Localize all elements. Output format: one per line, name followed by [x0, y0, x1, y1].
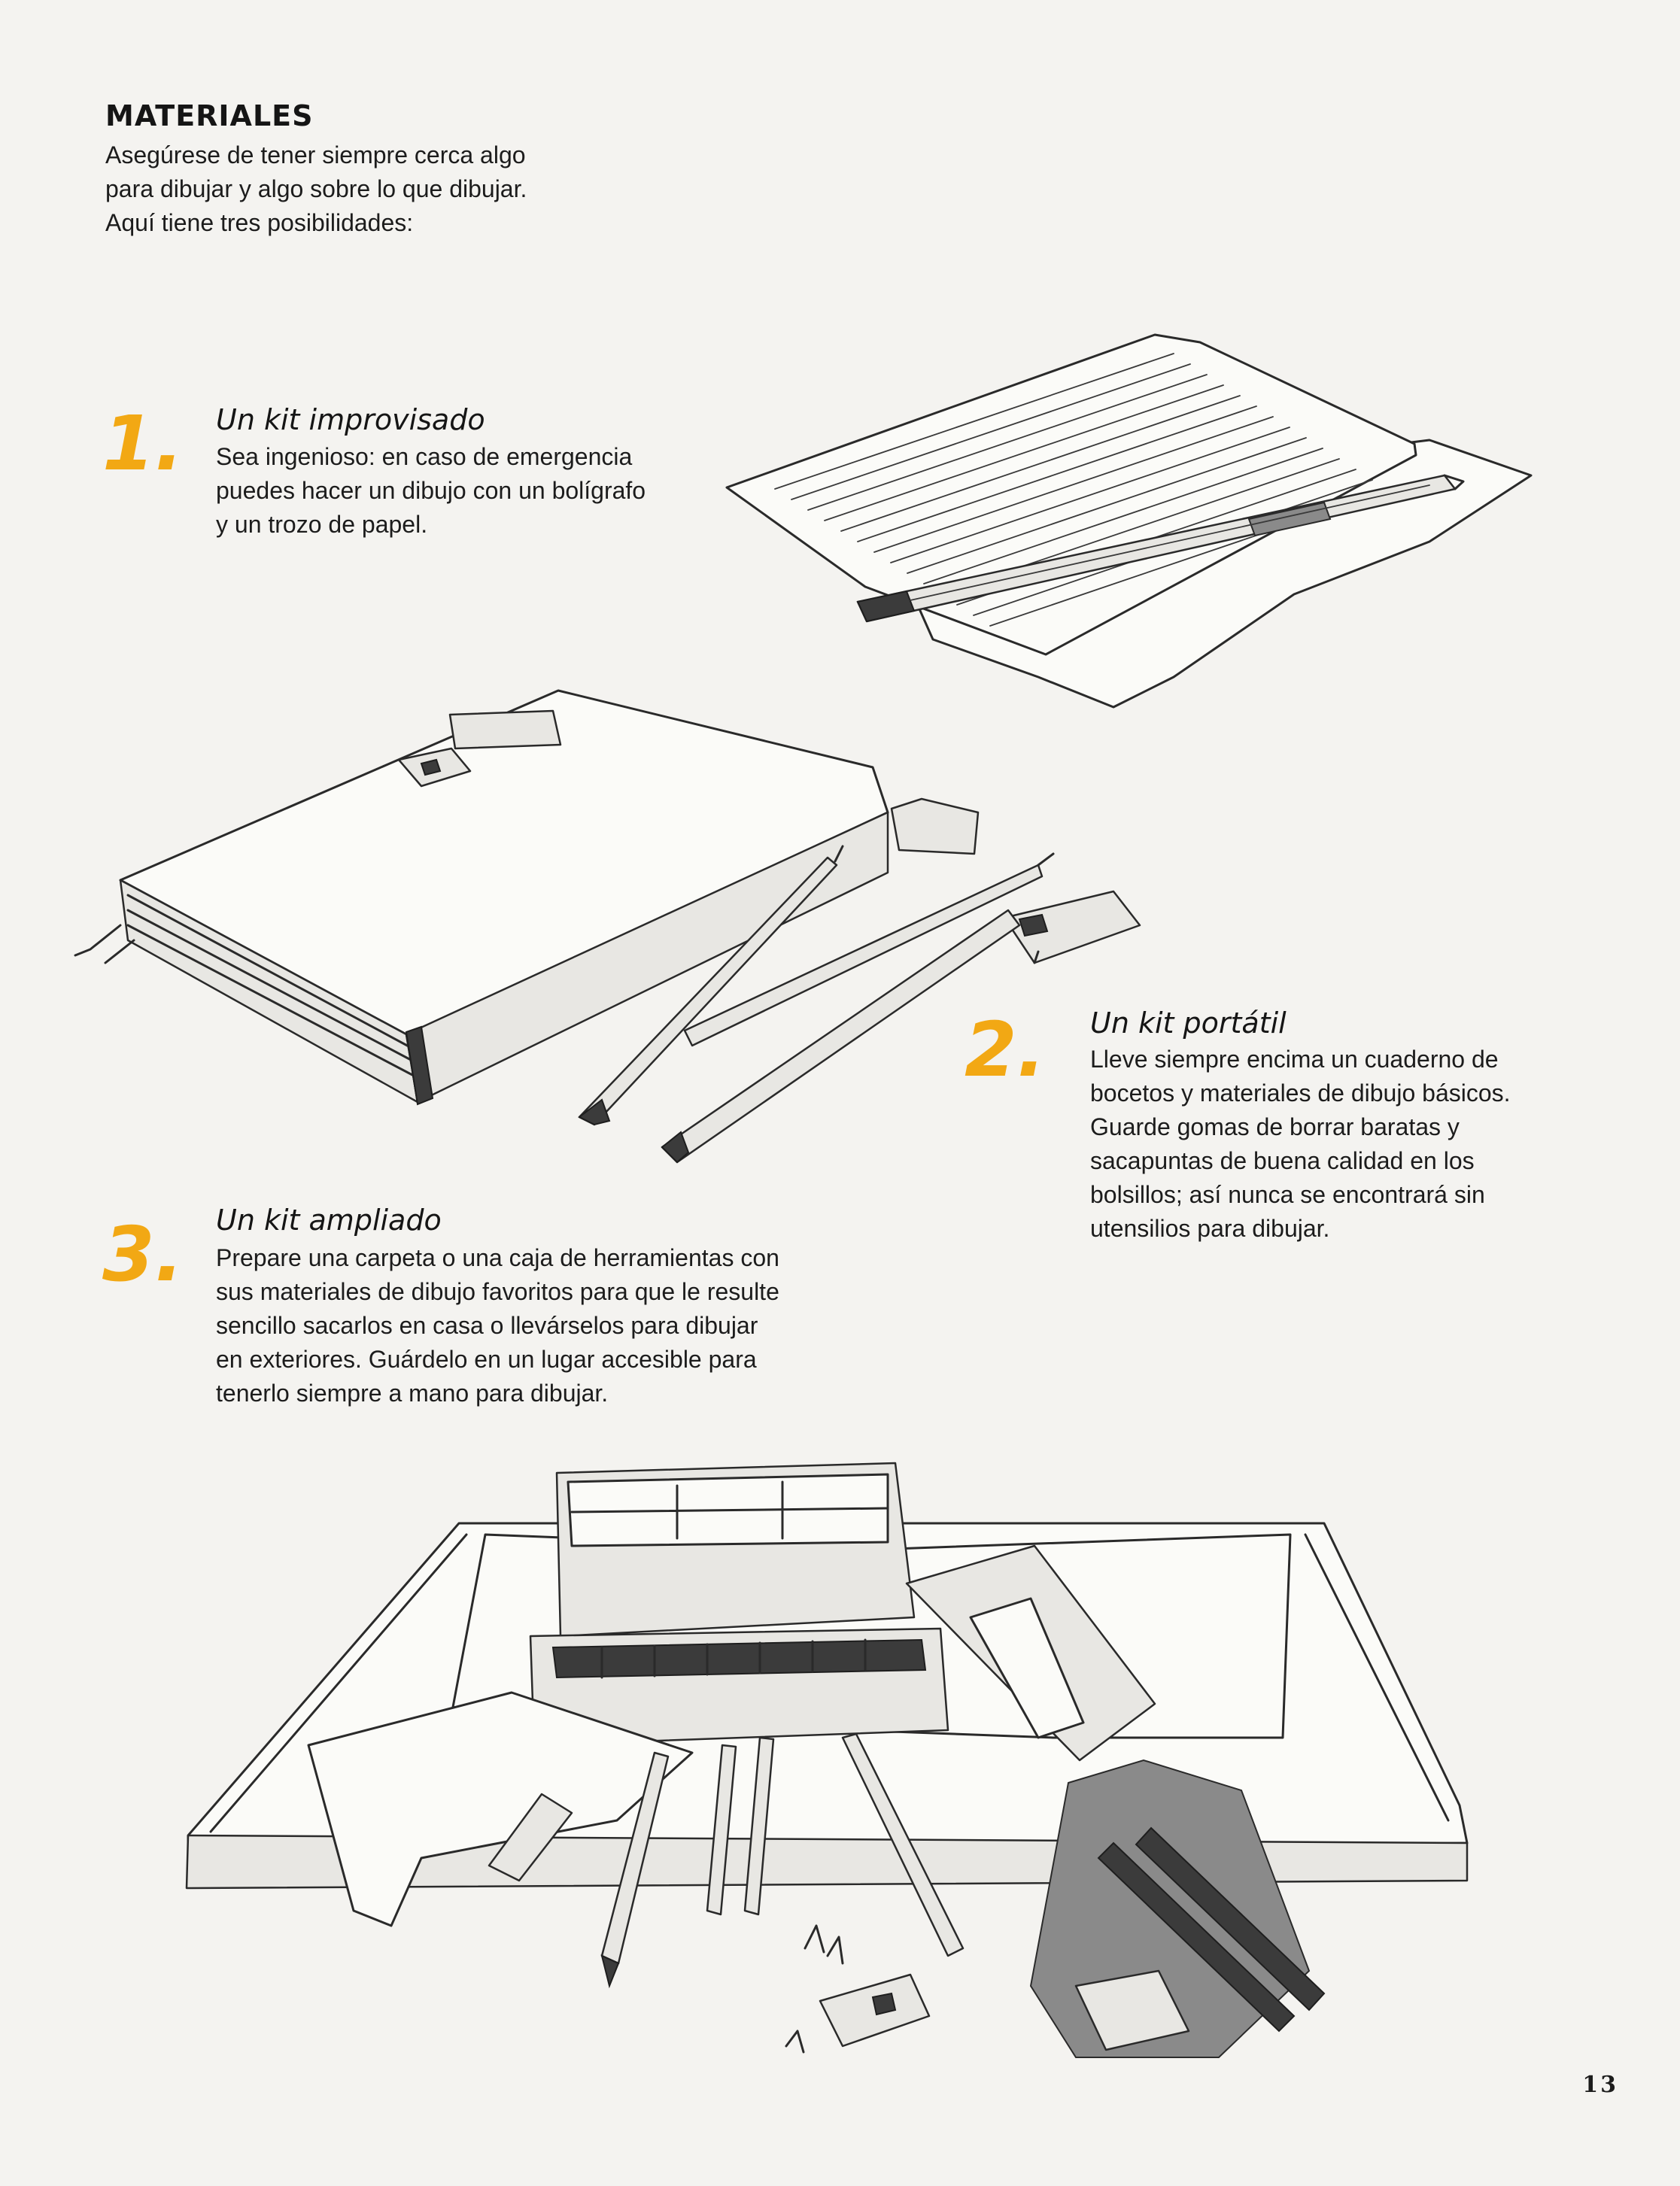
intro-line: para dibujar y algo sobre lo que dibujar… — [105, 175, 527, 202]
page-number: 13 — [1582, 2072, 1618, 2098]
section-2-line: sacapuntas de buena calidad en los — [1090, 1147, 1475, 1174]
ruled-line — [824, 384, 1224, 521]
ruled-line — [774, 353, 1174, 490]
ruled-line — [857, 405, 1257, 542]
ballpoint-pen — [856, 474, 1465, 623]
section-3-line: sencillo sacarlos en casa o llevárselos … — [216, 1312, 758, 1339]
ruled-line — [907, 437, 1307, 574]
section-2-line: Guarde gomas de borrar baratas y — [1090, 1113, 1460, 1140]
section-3-line: en exteriores. Guárdelo en un lugar acce… — [216, 1346, 757, 1373]
pencils — [578, 845, 1055, 1164]
pencil-case-box — [905, 1544, 1156, 1762]
sharpener-on-book — [397, 747, 472, 788]
section-3-line: Prepare una carpeta o una caja de herram… — [216, 1244, 779, 1271]
section-1-line: puedes hacer un dibujo con un bolígrafo — [216, 477, 646, 504]
intro-line: Asegúrese de tener siempre cerca algo — [105, 141, 526, 169]
section-1-body: Sea ingenioso: en caso de emergencia pue… — [216, 440, 712, 542]
sketchbook — [74, 689, 889, 1106]
section-2-line: bocetos y materiales de dibujo básicos. — [1090, 1079, 1511, 1107]
section-2-number: 2. — [965, 1006, 1046, 1094]
section-1-line: y un trozo de papel. — [216, 511, 428, 538]
section-2-body: Lleve siempre encima un cuaderno de boce… — [1090, 1043, 1617, 1246]
ruled-line — [791, 363, 1191, 500]
eraser — [890, 797, 980, 855]
watercolor-box — [529, 1462, 949, 1747]
small-sharpener — [819, 1973, 931, 2048]
section-1-number: 1. — [102, 399, 184, 487]
section-3-number: 3. — [102, 1210, 184, 1298]
charcoal-bag — [1029, 1759, 1326, 2058]
sharpener — [1003, 890, 1141, 964]
section-3-body: Prepare una carpeta o una caja de herram… — [216, 1241, 893, 1410]
ruled-line — [840, 395, 1241, 532]
page-heading: MATERIALES — [105, 99, 314, 132]
section-2-line: Lleve siempre encima un cuaderno de — [1090, 1046, 1499, 1073]
eraser-on-book — [448, 709, 562, 750]
ruled-line — [890, 427, 1290, 563]
ruled-line — [807, 374, 1208, 511]
ruled-line — [923, 448, 1323, 584]
pencil-shavings — [785, 1924, 844, 2054]
section-3-title: Un kit ampliado — [216, 1204, 442, 1237]
intro-text: Asegúrese de tener siempre cerca algo pa… — [105, 138, 647, 240]
section-1-title: Un kit improvisado — [216, 403, 485, 436]
section-2-title: Un kit portátil — [1090, 1006, 1287, 1040]
section-2-line: utensilios para dibujar. — [1090, 1215, 1330, 1242]
section-3-line: sus materiales de dibujo favoritos para … — [216, 1278, 779, 1305]
section-1-line: Sea ingenioso: en caso de emergencia — [216, 443, 633, 470]
intro-line: Aquí tiene tres posibilidades: — [105, 209, 414, 236]
section-3-line: tenerlo siempre a mano para dibujar. — [216, 1380, 609, 1407]
art-pencils — [488, 1732, 965, 1989]
section-2-line: bolsillos; así nunca se encontrará sin — [1090, 1181, 1485, 1208]
ruled-line — [873, 416, 1274, 553]
